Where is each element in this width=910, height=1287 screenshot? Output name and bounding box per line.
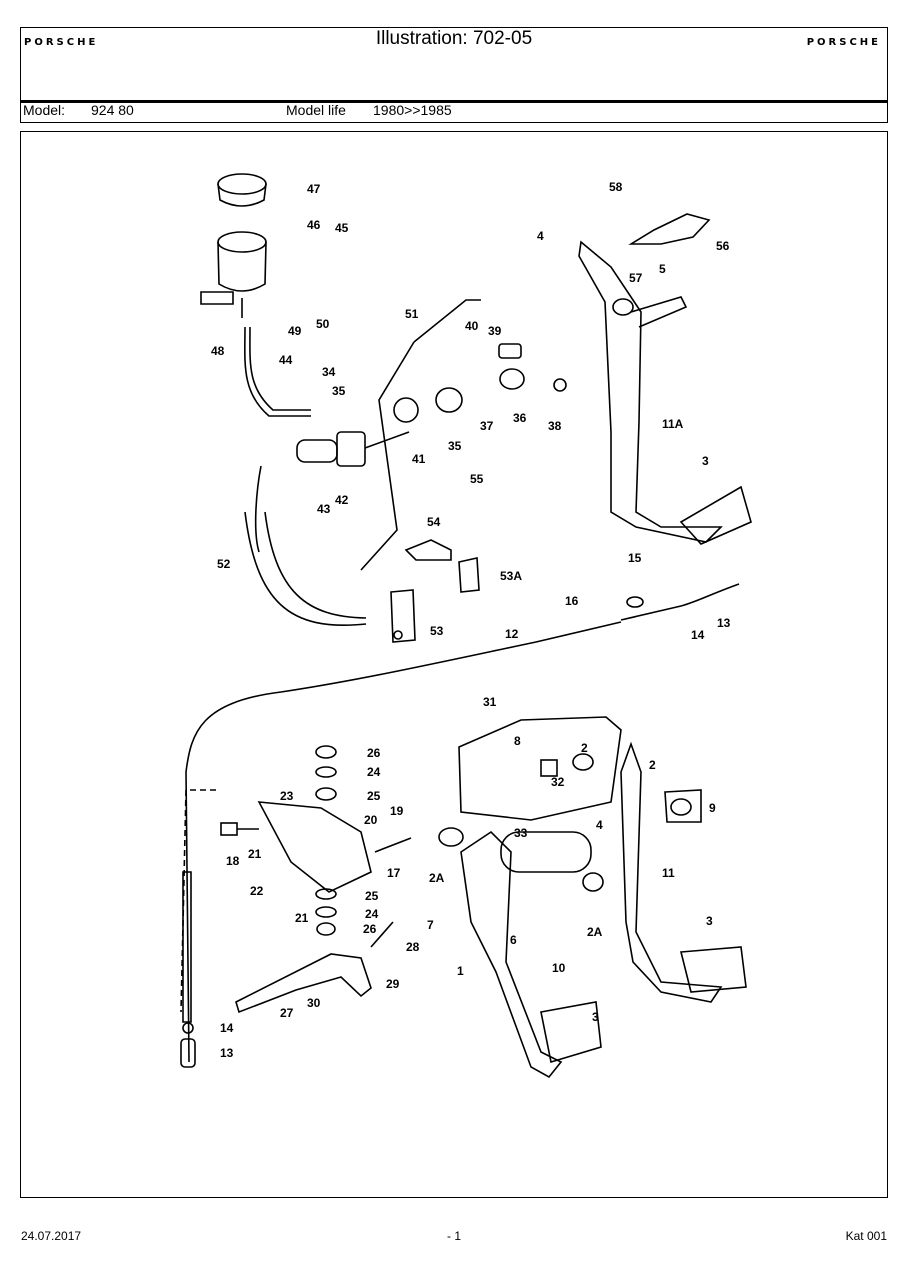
callout-18: 18 (226, 854, 240, 868)
callout-11A: 11A (662, 417, 684, 431)
model-label: Model: (23, 102, 66, 118)
callout-37: 37 (480, 419, 494, 433)
callout-17: 17 (387, 866, 401, 880)
callout-11: 11 (662, 866, 675, 880)
callout-22: 22 (250, 884, 264, 898)
callout-42: 42 (335, 493, 349, 507)
callout-19: 19 (390, 804, 404, 818)
callout-31: 31 (483, 695, 497, 709)
callout-25b: 25 (365, 889, 379, 903)
callout-26a: 26 (367, 746, 381, 760)
footer-catalog: Kat 001 (845, 1229, 887, 1243)
header-box: PORSCHE Illustration: 702-05 PORSCHE Mod… (20, 27, 888, 123)
callout-12: 12 (505, 627, 519, 641)
brand-logo-right: PORSCHE (806, 37, 881, 48)
callout-10: 10 (552, 961, 566, 975)
callout-24a: 24 (367, 765, 381, 779)
footer-page: - 1 (447, 1229, 462, 1243)
callout-35a: 35 (332, 384, 346, 398)
callout-2A-a: 2A (429, 871, 445, 885)
callout-32: 32 (551, 775, 565, 789)
callout-20: 20 (364, 813, 378, 827)
callout-30: 30 (307, 996, 321, 1010)
callout-14a: 14 (691, 628, 705, 642)
callout-45: 45 (335, 221, 349, 235)
model-life-label: Model life (286, 102, 346, 118)
callout-3a: 3 (702, 454, 709, 468)
model-life-value: 1980>>1985 (373, 102, 452, 118)
callout-4b: 4 (596, 818, 603, 832)
callout-50: 50 (316, 317, 330, 331)
callout-34: 34 (322, 365, 336, 379)
callout-6: 6 (510, 933, 517, 947)
callout-8: 8 (514, 734, 521, 748)
callout-24b: 24 (365, 907, 379, 921)
illustration-title: Illustration: 702-05 (375, 28, 533, 49)
callout-29: 29 (386, 977, 400, 991)
callout-56: 56 (716, 239, 730, 253)
callout-53: 53 (430, 624, 444, 638)
callout-43: 43 (317, 502, 331, 516)
callout-39: 39 (488, 324, 502, 338)
callout-36: 36 (513, 411, 527, 425)
callout-28: 28 (406, 940, 420, 954)
callout-1: 1 (457, 964, 464, 978)
diagram-frame (20, 131, 888, 1198)
callout-21b: 21 (295, 911, 309, 925)
callout-13b: 13 (220, 1046, 234, 1060)
callout-41: 41 (412, 452, 426, 466)
callout-2b: 2 (649, 758, 656, 772)
callout-49: 49 (288, 324, 302, 338)
callout-13a: 13 (717, 616, 731, 630)
callout-4: 4 (537, 229, 544, 243)
callout-52: 52 (217, 557, 231, 571)
callout-23: 23 (280, 789, 294, 803)
callout-14b: 14 (220, 1021, 234, 1035)
callout-57: 57 (629, 271, 643, 285)
callout-21a: 21 (248, 847, 262, 861)
callout-5: 5 (659, 262, 666, 276)
header-divider (21, 100, 887, 103)
callout-26b: 26 (363, 922, 377, 936)
callout-54: 54 (427, 515, 441, 529)
callout-48: 48 (211, 344, 225, 358)
callout-2a: 2 (581, 741, 588, 755)
callout-46: 46 (307, 218, 321, 232)
callout-40: 40 (465, 319, 479, 333)
callout-51: 51 (405, 307, 419, 321)
footer-date: 24.07.2017 (21, 1229, 82, 1243)
model-value: 924 80 (91, 102, 134, 118)
brand-logo-left: PORSCHE (24, 37, 99, 48)
callout-3b: 3 (706, 914, 713, 928)
callout-44: 44 (279, 353, 293, 367)
callout-38: 38 (548, 419, 562, 433)
callout-47: 47 (307, 182, 321, 196)
callout-16: 16 (565, 594, 579, 608)
callout-35b: 35 (448, 439, 462, 453)
callout-33: 33 (514, 826, 528, 840)
callout-2A-b: 2A (587, 925, 603, 939)
callout-53A: 53A (500, 569, 522, 583)
callout-7: 7 (427, 918, 434, 932)
callout-58: 58 (609, 180, 623, 194)
callout-9: 9 (709, 801, 716, 815)
callout-15: 15 (628, 551, 642, 565)
callout-27: 27 (280, 1006, 294, 1020)
callout-25a: 25 (367, 789, 381, 803)
callout-3c: 3 (592, 1010, 599, 1024)
parts-diagram: 47 46 45 58 4 5 57 56 49 50 48 44 51 40 … (180, 173, 752, 1079)
callout-55: 55 (470, 472, 484, 486)
